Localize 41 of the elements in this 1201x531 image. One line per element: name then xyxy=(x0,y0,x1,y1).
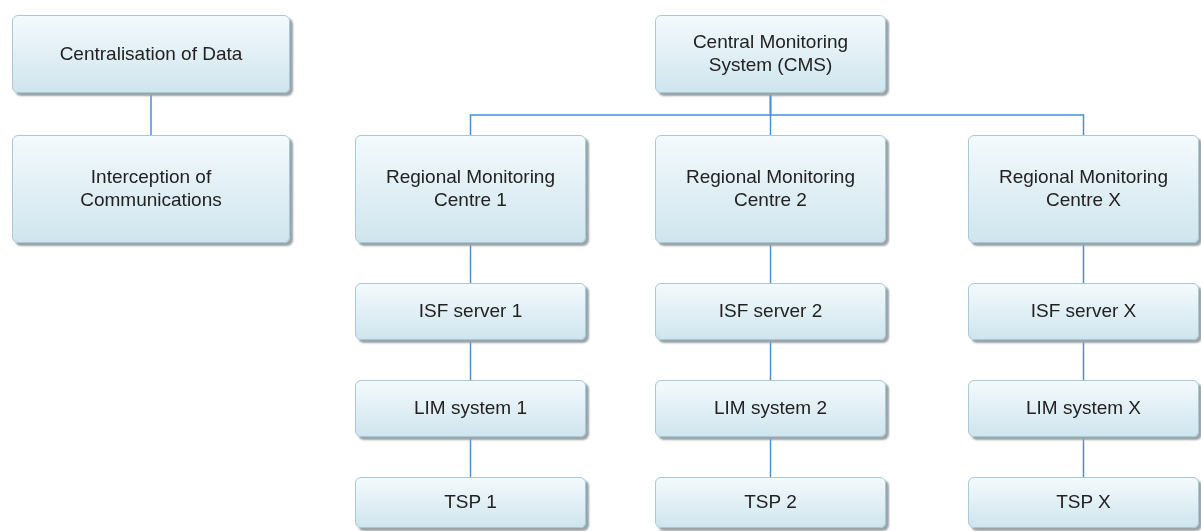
process-box xyxy=(655,135,886,243)
process-box xyxy=(655,477,886,528)
process-box xyxy=(655,283,886,340)
node-label: Centralisation of Data xyxy=(59,42,243,66)
connector-line xyxy=(1082,436,1085,478)
process-box xyxy=(968,380,1199,437)
process-box xyxy=(12,15,290,93)
node-label: Interception of Communications xyxy=(79,166,223,212)
process-box xyxy=(968,283,1199,340)
connector-line xyxy=(469,339,472,381)
connector-line xyxy=(769,242,772,284)
node-label: ISF server X xyxy=(1030,300,1137,323)
process-box xyxy=(655,380,886,437)
node-label: Regional Monitoring Centre 1 xyxy=(385,166,556,212)
process-box xyxy=(355,283,586,340)
connector-line xyxy=(769,339,772,381)
node-label: LIM system 2 xyxy=(714,397,827,420)
connector-line xyxy=(769,436,772,478)
node-label: TSP 1 xyxy=(444,491,497,514)
node-label: LIM system 1 xyxy=(414,397,527,420)
node-label: TSP 2 xyxy=(744,491,797,514)
process-box xyxy=(355,477,586,528)
process-box xyxy=(355,135,586,243)
connector-line xyxy=(469,436,472,478)
node-label: ISF server 2 xyxy=(718,300,823,323)
process-box xyxy=(12,135,290,243)
process-box xyxy=(355,380,586,437)
connector-line xyxy=(1082,242,1085,284)
connector-line xyxy=(769,92,1085,136)
node-label: TSP X xyxy=(1056,491,1111,514)
node-label: Regional Monitoring Centre X xyxy=(998,166,1169,212)
connector-line xyxy=(469,242,472,284)
connector-line xyxy=(150,92,152,136)
process-box xyxy=(968,135,1199,243)
node-label: LIM system X xyxy=(1025,397,1142,420)
node-label: Central Monitoring System (CMS) xyxy=(691,31,850,77)
node-label: ISF server 1 xyxy=(418,300,523,323)
process-box xyxy=(968,477,1199,528)
connector-line xyxy=(1082,339,1085,381)
node-label: Regional Monitoring Centre 2 xyxy=(685,166,856,212)
process-box xyxy=(655,15,886,93)
